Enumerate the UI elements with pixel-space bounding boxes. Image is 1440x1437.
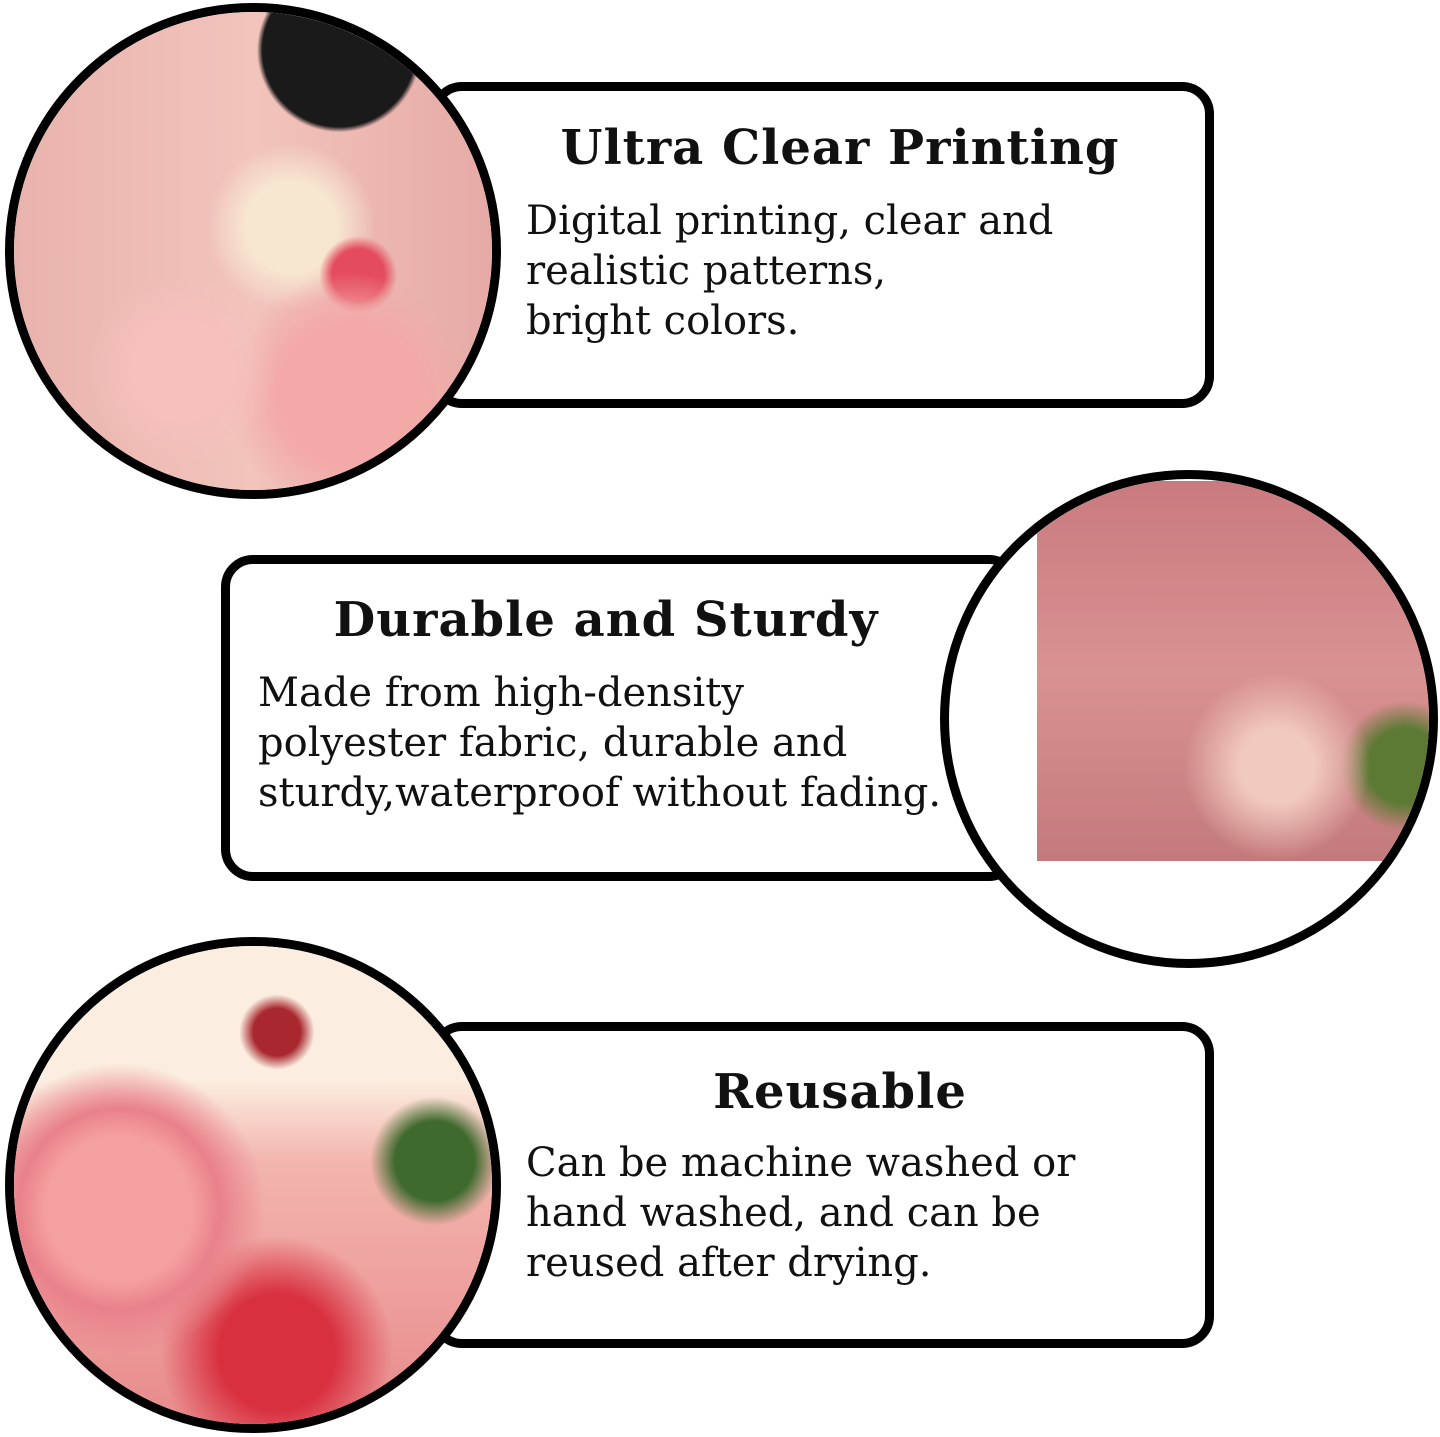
- feature-title: Durable and Sturdy: [333, 592, 879, 648]
- rose-closeup-image-circle: [5, 937, 501, 1433]
- feature-card-ultra-clear: [430, 82, 1214, 408]
- feature-description: Can be machine washed or hand washed, an…: [526, 1140, 1076, 1286]
- feature-card-durable: [221, 555, 1021, 881]
- feature-description: Digital printing, clear and realistic pa…: [526, 198, 1054, 344]
- rose-butterfly-image-circle: [5, 3, 501, 499]
- feature-title: Reusable: [713, 1064, 967, 1120]
- fabric-detail-image-circle: [940, 470, 1438, 968]
- feature-title: Ultra Clear Printing: [560, 120, 1120, 176]
- feature-description: Made from high-density polyester fabric,…: [258, 670, 942, 816]
